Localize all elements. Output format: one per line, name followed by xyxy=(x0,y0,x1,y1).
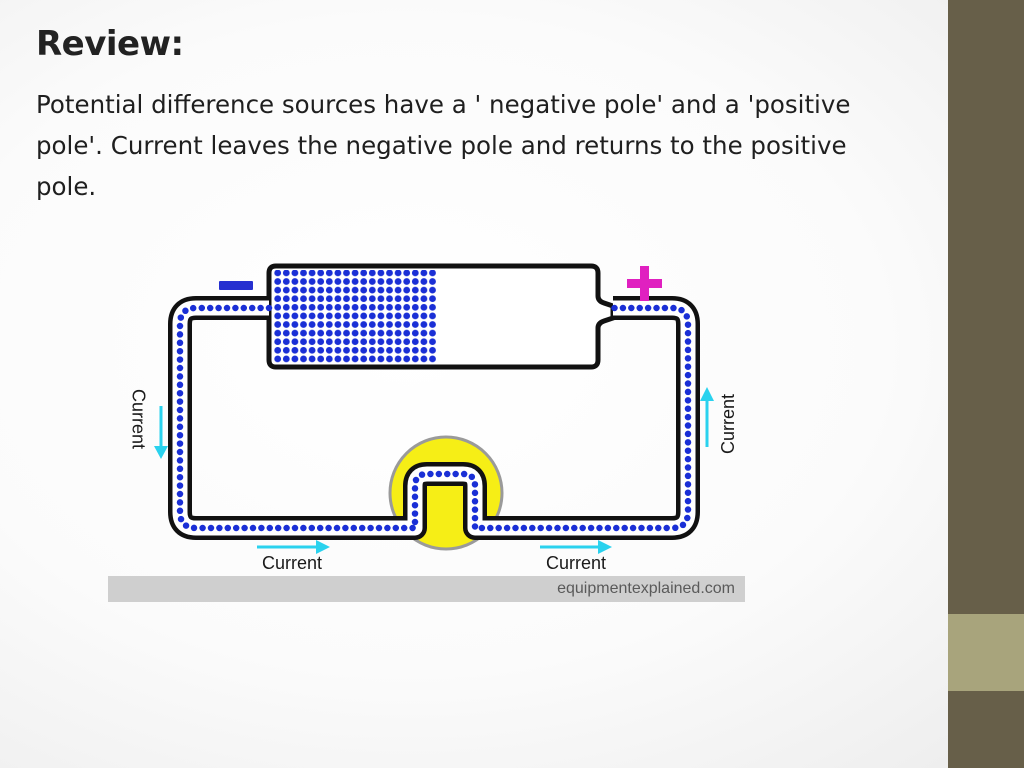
positive-pole-marker xyxy=(627,266,662,301)
current-arrow-left xyxy=(154,406,168,459)
sidebar-dark-band-top xyxy=(948,0,1024,614)
sidebar-light-band xyxy=(948,614,1024,691)
sidebar-dark-band-bottom xyxy=(948,691,1024,768)
current-arrow-right xyxy=(700,387,714,447)
current-label-right: Current xyxy=(718,394,738,454)
watermark-text: equipmentexplained.com xyxy=(557,580,735,597)
circuit-svg: Current Current Current Current xyxy=(128,263,738,573)
slide-body-text: Potential difference sources have a ' ne… xyxy=(36,90,851,201)
current-label-bottom-left: Current xyxy=(262,553,322,573)
negative-pole-marker xyxy=(219,281,253,290)
current-arrow-bottom-left xyxy=(257,540,330,554)
slide-title: Review: xyxy=(36,24,184,64)
current-arrow-bottom-right xyxy=(540,540,612,554)
sidebar-decoration xyxy=(948,0,1024,768)
wire-electrons xyxy=(176,304,692,532)
current-label-left: Current xyxy=(128,389,148,449)
watermark-bar: equipmentexplained.com xyxy=(108,576,745,602)
circuit-diagram: Current Current Current Current equipmen… xyxy=(108,258,748,604)
battery-electron-cluster xyxy=(274,270,436,363)
current-label-bottom-right: Current xyxy=(546,553,606,573)
